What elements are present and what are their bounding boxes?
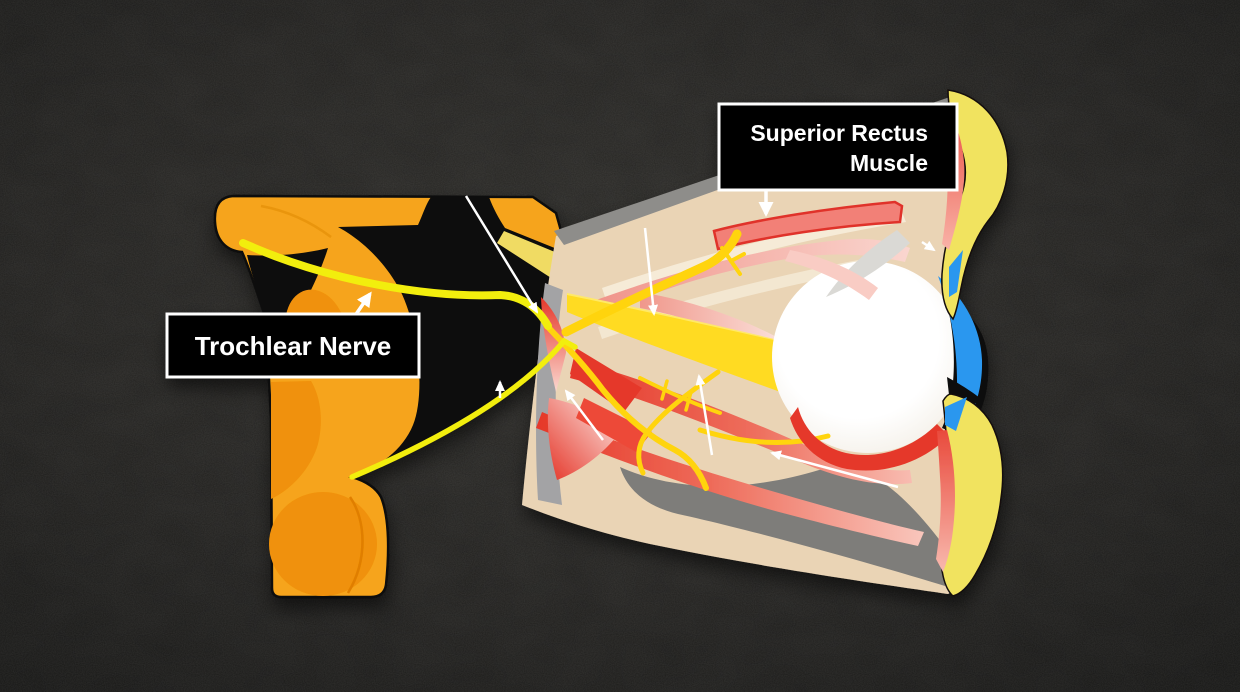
conjunctival-fold-lower: [945, 397, 967, 431]
pons-lobe: [269, 492, 377, 596]
label-box: [165, 312, 421, 379]
annotation-arrow: [695, 374, 714, 456]
label-superior-rectus-muscle: Superior Rectus Muscle: [717, 102, 959, 217]
label-trochlear-nerve: Trochlear Nerve: [165, 291, 421, 379]
annotation-arrow: [464, 195, 539, 314]
optic-nerve: [567, 295, 802, 400]
muscle-origin-wedge-upper: [570, 348, 642, 412]
fat-streak-upper: [602, 212, 906, 300]
eyeball: [772, 261, 964, 453]
ciliary-nerve-twig: [684, 390, 693, 412]
brainstem-contour-line: [260, 204, 332, 239]
nerve-branch-inferior: [545, 324, 709, 491]
inferior-oblique-muscle: [790, 407, 949, 471]
orbital-floor-bone: [620, 463, 945, 586]
trochlear-nerve-branch: [349, 337, 578, 480]
cerebral-peduncle-mid: [271, 381, 321, 499]
superior-rectus-insertion: [785, 250, 878, 300]
annotation-arrows: [464, 195, 936, 489]
frontal-nerve: [561, 229, 742, 337]
orbital-nerve-branches: [545, 229, 746, 491]
illustration-group: Superior Rectus Muscle Trochlear Nerve: [165, 89, 1009, 599]
label-box: [717, 102, 959, 192]
lateral-rectus-muscle-band: [570, 360, 912, 485]
label-text: Muscle: [850, 150, 928, 176]
annotation-arrow: [564, 389, 604, 441]
orbicularis-muscle-lower: [936, 430, 955, 572]
annotation-arrow: [921, 240, 936, 252]
frontal-nerve-branch: [729, 252, 746, 263]
annotation-arrow: [643, 227, 659, 316]
ciliary-nerve-branch: [638, 376, 722, 415]
oculomotor-nerve-bundle: [497, 231, 567, 285]
annotation-arrow: [770, 450, 899, 489]
superior-rectus-muscle-band: [712, 200, 904, 251]
label-text: Superior Rectus: [750, 120, 928, 146]
pons-contour-line: [346, 496, 364, 594]
eyelids: [936, 89, 1009, 597]
fat-streak-lower: [598, 256, 884, 339]
conjunctival-fold-upper: [949, 250, 963, 297]
label-text: Trochlear Nerve: [195, 331, 392, 361]
inferior-rectus-muscle-band: [536, 412, 924, 546]
muscle-origin-wedge-lower: [576, 398, 652, 452]
brainstem-cutout-central: [338, 197, 569, 477]
nerve-branch: [636, 369, 721, 476]
ciliary-nerve-twig: [660, 379, 669, 401]
